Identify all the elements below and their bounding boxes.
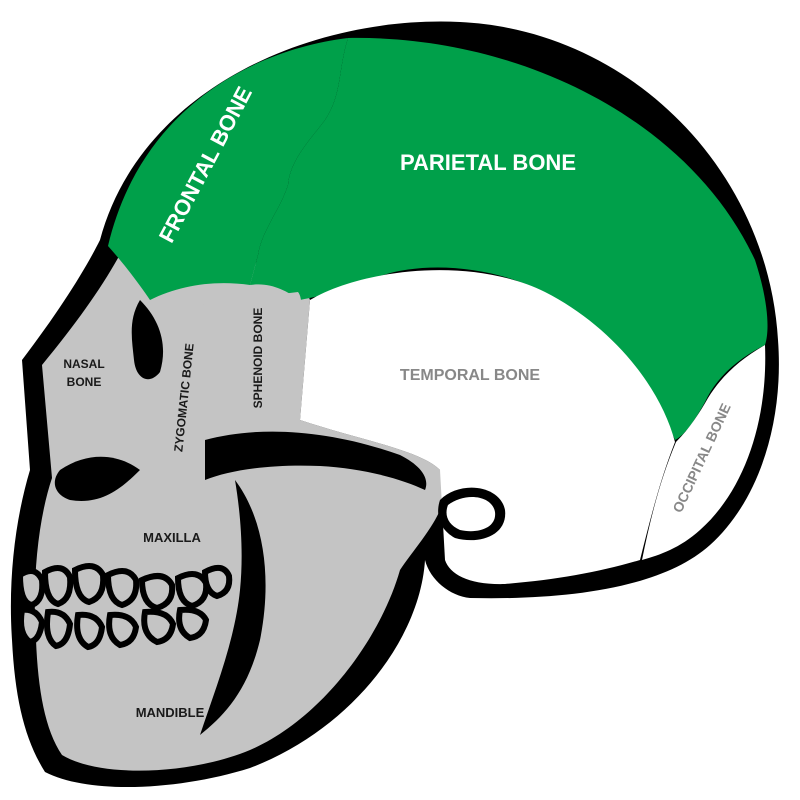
- teeth: [16, 563, 233, 651]
- eye-socket: [131, 300, 164, 380]
- tooth: [174, 571, 210, 610]
- mastoid-inner: [446, 496, 496, 532]
- tooth: [104, 568, 140, 609]
- tooth: [71, 563, 107, 606]
- nasal-bone-label-line2: BONE: [67, 375, 102, 389]
- tooth: [141, 608, 177, 646]
- mandible-ramus: [200, 480, 266, 735]
- tooth: [74, 611, 106, 651]
- zygomatic-bone: [140, 300, 320, 471]
- zygomatic-arch: [205, 431, 427, 490]
- tooth: [44, 608, 74, 650]
- tooth: [16, 568, 46, 609]
- temporal-bone-label: TEMPORAL BONE: [400, 367, 540, 384]
- nasal-cavity: [54, 456, 140, 501]
- mandible-label: MANDIBLE: [136, 705, 205, 720]
- frontal-bone: [108, 38, 348, 300]
- parietal-bone: [250, 37, 768, 441]
- tooth: [176, 606, 210, 642]
- tooth: [18, 606, 46, 646]
- tooth: [138, 573, 176, 612]
- tooth: [41, 565, 74, 608]
- parietal-bone-label: PARIETAL BONE: [400, 150, 576, 175]
- occipital-bone: [642, 345, 766, 560]
- maxilla-label: MAXILLA: [143, 530, 201, 545]
- sphenoid-bone-label: SPHENOID BONE: [251, 308, 265, 409]
- sphenoid-bone: [232, 292, 302, 428]
- nasal-bone-label-line1: NASAL: [63, 357, 104, 371]
- tooth: [201, 564, 233, 600]
- tooth: [106, 611, 140, 649]
- temporal-bone: [300, 270, 675, 585]
